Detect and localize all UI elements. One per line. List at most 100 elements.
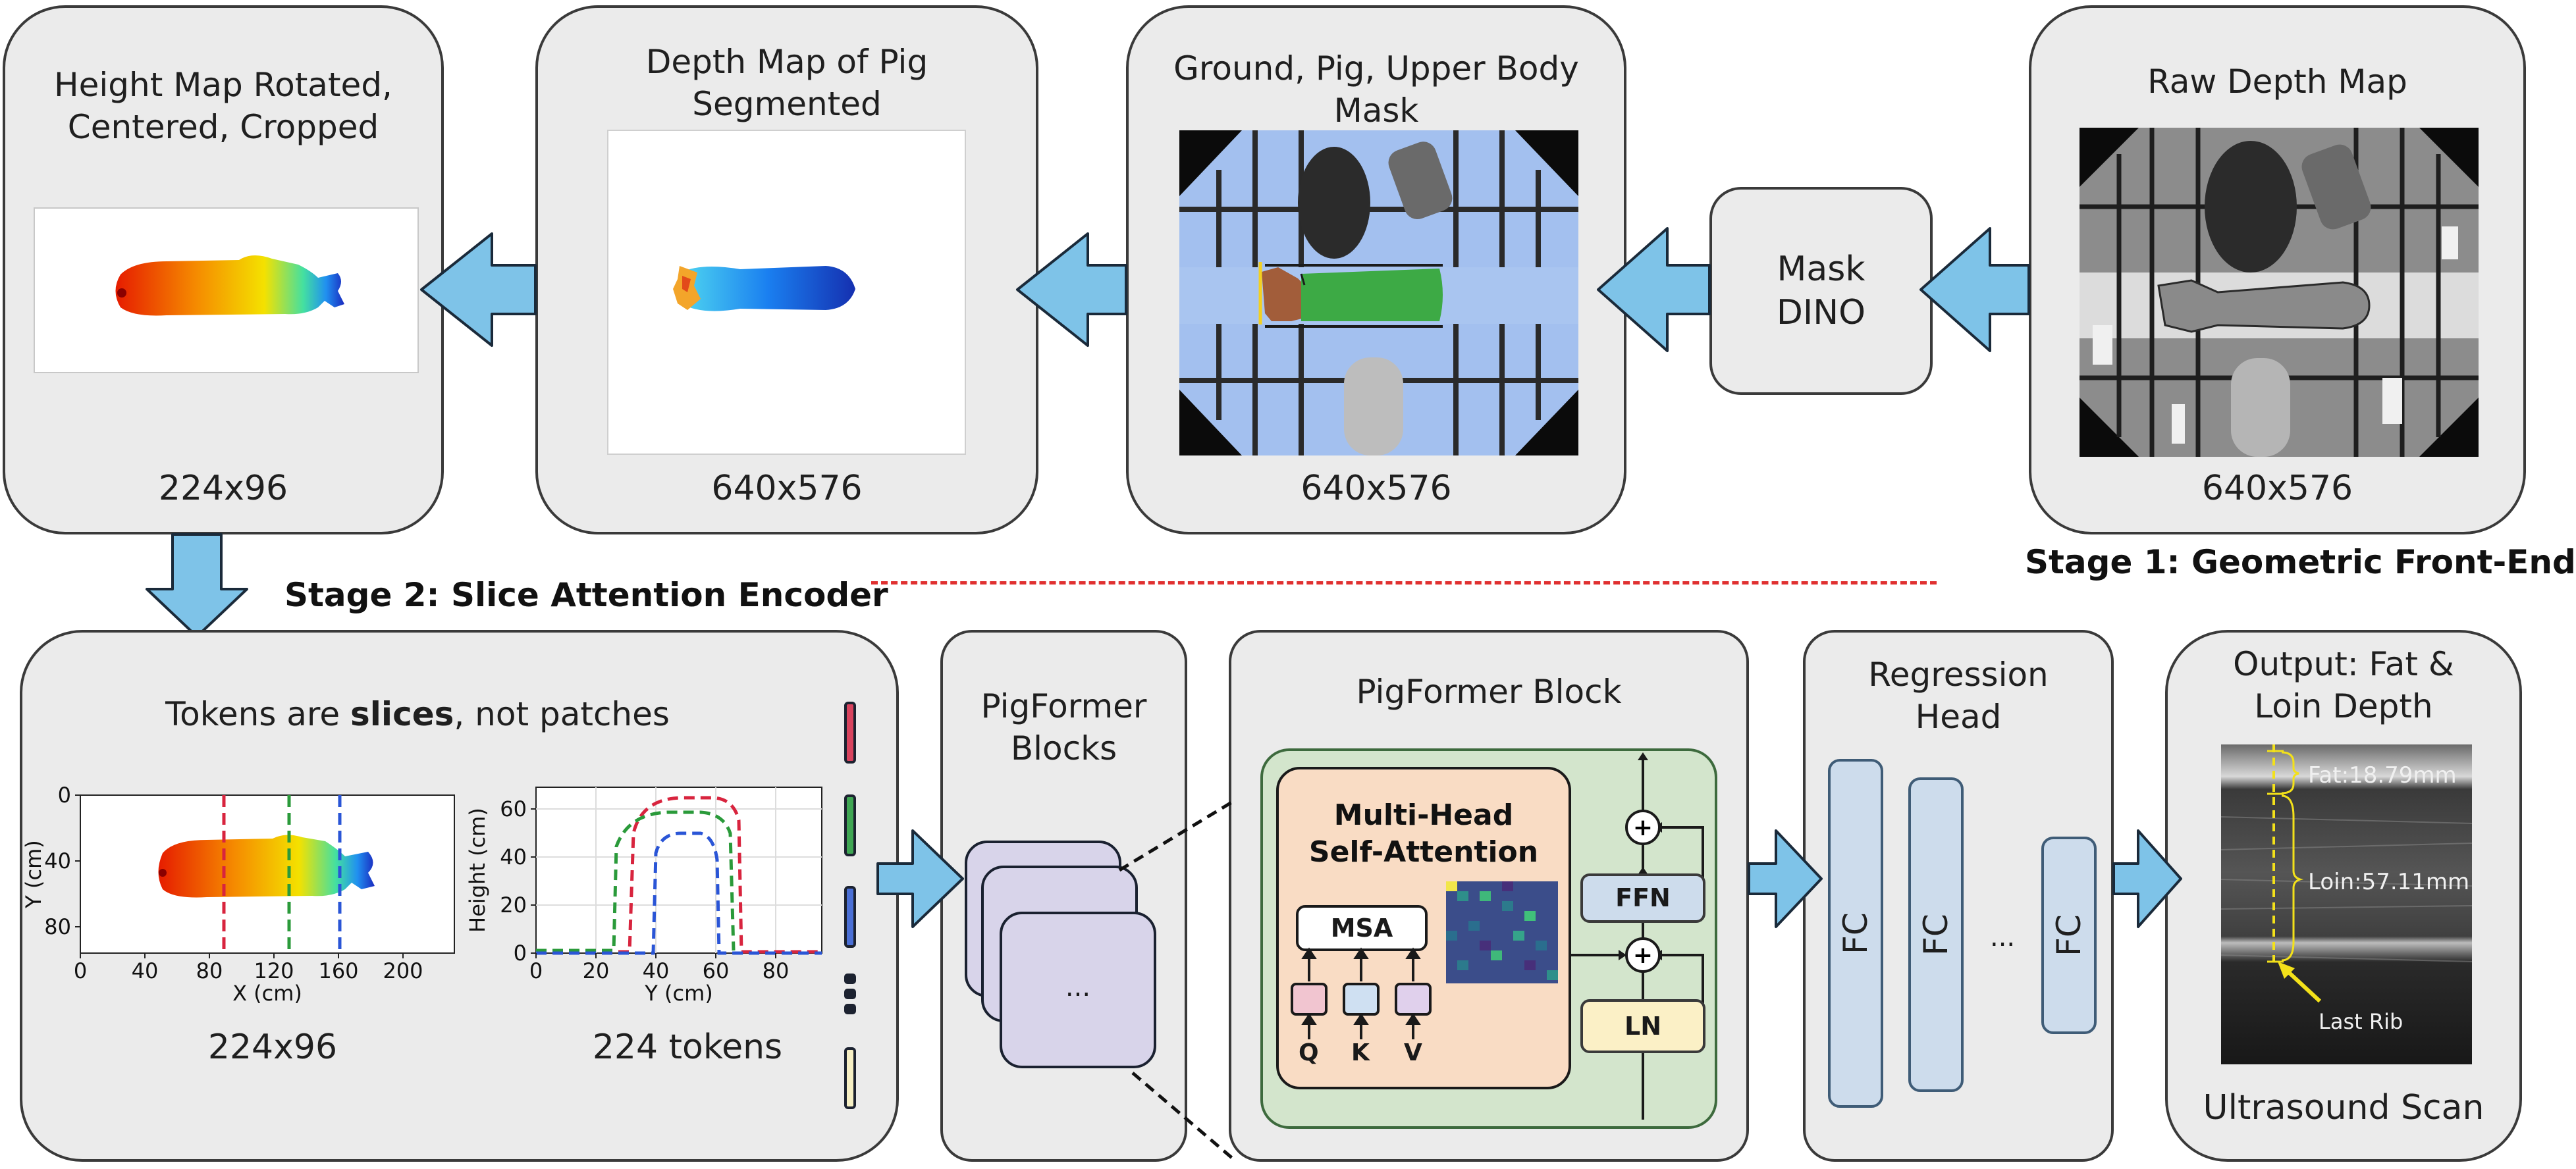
regression-head-panel: Regression Head FC FC ... FC xyxy=(1803,630,2114,1162)
fc-layer-3: FC xyxy=(2041,837,2097,1034)
ffn-box: FFN xyxy=(1580,873,1705,923)
block-stack-label: ... xyxy=(1065,972,1091,1002)
regression-title-2: Head xyxy=(1915,698,2002,736)
msa-label: MSA xyxy=(1330,914,1393,943)
height-caption: 224x96 xyxy=(158,469,288,508)
arrow-block-to-regression xyxy=(1748,829,1823,928)
height-title-2: Centered, Cropped xyxy=(67,108,379,146)
token-blue xyxy=(844,886,856,948)
fc-ellipsis: ... xyxy=(1990,922,2016,952)
arrow-raw-to-dino xyxy=(1919,227,2030,352)
k-box xyxy=(1343,983,1380,1016)
height-title-1: Height Map Rotated, xyxy=(54,66,392,104)
hm-ytick-1: 40 xyxy=(44,848,71,873)
stage2-label: Stage 2: Slice Attention Encoder xyxy=(284,576,888,614)
tokens-caption-right: 224 tokens xyxy=(592,1027,783,1067)
tokens-panel: Tokens are slices, not patches 0 40 80 1… xyxy=(20,630,899,1162)
blocks-title-1: PigFormer xyxy=(980,687,1147,725)
pigformer-block-panel: PigFormer Block Multi-Head Self-Attentio… xyxy=(1229,630,1749,1162)
mask-title-1: Ground, Pig, Upper Body xyxy=(1173,49,1579,88)
pigformer-blocks-panel: PigFormer Blocks ... xyxy=(940,630,1187,1162)
ln-box: LN xyxy=(1580,999,1705,1053)
loin-measure: Loin:57.11mm xyxy=(2308,869,2469,895)
arrow-dino-to-mask xyxy=(1597,227,1711,352)
pp-xtick-1: 20 xyxy=(583,958,610,983)
mha-title-1: Multi-Head xyxy=(1333,798,1514,832)
output-panel: Output: Fat & Loin Depth xyxy=(2165,630,2522,1162)
ffn-label: FFN xyxy=(1615,883,1671,912)
ultrasound-image: Fat:18.79mm Loin:57.11mm Last Rib xyxy=(2220,744,2473,1064)
mask-dino-label-1: Mask xyxy=(1777,249,1865,289)
pp-xtick-3: 60 xyxy=(703,958,730,983)
profile-curve-red xyxy=(536,796,822,954)
token-ellipsis xyxy=(844,974,856,1014)
msa-box: MSA xyxy=(1296,905,1428,951)
pp-xtick-4: 80 xyxy=(763,958,790,983)
stage2-arrows xyxy=(876,829,2182,928)
arrow-tokens-to-blocks xyxy=(876,829,964,928)
v-label: V xyxy=(1404,1039,1422,1066)
plus-bottom xyxy=(1625,937,1661,973)
depth-title-1: Depth Map of Pig xyxy=(645,43,928,81)
pp-xtick-2: 40 xyxy=(643,958,670,983)
token-green xyxy=(844,794,856,856)
mask-dino-box: Mask DINO xyxy=(1709,187,1933,395)
tokens-heading-post: , not patches xyxy=(454,695,670,733)
raw-depth-map-panel: Raw Depth Map 640x576 xyxy=(2029,5,2526,534)
pp-ylabel: Height (cm) xyxy=(465,808,490,933)
hm-xtick-4: 160 xyxy=(318,958,358,983)
regression-title-1: Regression xyxy=(1868,656,2049,694)
fc-layer-2: FC xyxy=(1908,777,1964,1092)
mask-title-2: Mask xyxy=(1333,91,1419,130)
residual-connections: + + xyxy=(1571,752,1704,1120)
mask-image xyxy=(1179,130,1578,455)
arrow-depth-to-height xyxy=(420,232,537,347)
depth-caption: 640x576 xyxy=(711,469,863,508)
tokens-caption-left: 224x96 xyxy=(207,1027,338,1067)
hm-xtick-5: 200 xyxy=(383,958,423,983)
raw-depth-map-caption: 640x576 xyxy=(2201,469,2353,508)
pp-xtick-0: 0 xyxy=(529,958,543,983)
fc-layer-1: FC xyxy=(1828,759,1883,1108)
mask-dino-label-2: DINO xyxy=(1776,293,1866,332)
q-label: Q xyxy=(1299,1039,1319,1066)
slice-profile-plot: 0 20 40 60 80 Y (cm) 0 20 40 60 Height (… xyxy=(465,787,822,1006)
arrow-mask-to-depth xyxy=(1016,232,1127,347)
hm-ytick-0: 0 xyxy=(58,783,71,808)
mask-caption: 640x576 xyxy=(1301,469,1452,508)
slice-heatmap-plot: 0 40 80 120 160 200 X (cm) 0 40 80 Y (cm… xyxy=(21,783,455,1006)
mask-panel: Ground, Pig, Upper Body Mask 640x576 xyxy=(1126,5,1626,534)
raw-depth-map-title: Raw Depth Map xyxy=(2147,63,2407,101)
ln-label: LN xyxy=(1624,1012,1662,1041)
depth-title-2: Segmented xyxy=(692,85,882,123)
height-map-panel: Height Map Rotated, Centered, Cropped 22… xyxy=(3,5,444,534)
pp-ytick-0: 0 xyxy=(514,941,527,966)
tokens-heading: Tokens are slices, not patches xyxy=(22,695,813,733)
profile-curve-blue xyxy=(536,831,822,955)
raw-depth-image xyxy=(2080,128,2479,457)
token-last xyxy=(844,1047,856,1109)
k-label: K xyxy=(1351,1039,1370,1066)
output-title-2: Loin Depth xyxy=(2254,687,2433,725)
qkv-arrows xyxy=(1301,947,1421,981)
hm-ylabel: Y (cm) xyxy=(21,840,46,908)
hm-xtick-3: 120 xyxy=(254,958,294,983)
v-box xyxy=(1395,983,1432,1016)
arrow-height-down xyxy=(146,533,248,638)
qkv-input-arrows xyxy=(1301,1013,1421,1039)
stage1-label: Stage 1: Geometric Front-End xyxy=(2025,543,2576,581)
hm-ytick-2: 80 xyxy=(44,914,71,939)
plus-top-label: + xyxy=(1633,814,1653,841)
blocks-title-2: Blocks xyxy=(1010,729,1117,767)
hm-xtick-1: 40 xyxy=(132,958,159,983)
block-stack-front: ... xyxy=(1000,912,1156,1068)
output-title-1: Output: Fat & xyxy=(2233,645,2454,683)
output-caption: Ultrasound Scan xyxy=(2203,1088,2484,1128)
plus-top xyxy=(1625,810,1661,845)
last-rib-label: Last Rib xyxy=(2319,1009,2403,1034)
profile-curve-green xyxy=(536,810,736,952)
tokens-heading-pre: Tokens are xyxy=(165,695,351,733)
depth-segmented-image xyxy=(607,130,966,455)
pp-ytick-1: 20 xyxy=(500,893,527,918)
hm-xlabel: X (cm) xyxy=(232,981,302,1006)
